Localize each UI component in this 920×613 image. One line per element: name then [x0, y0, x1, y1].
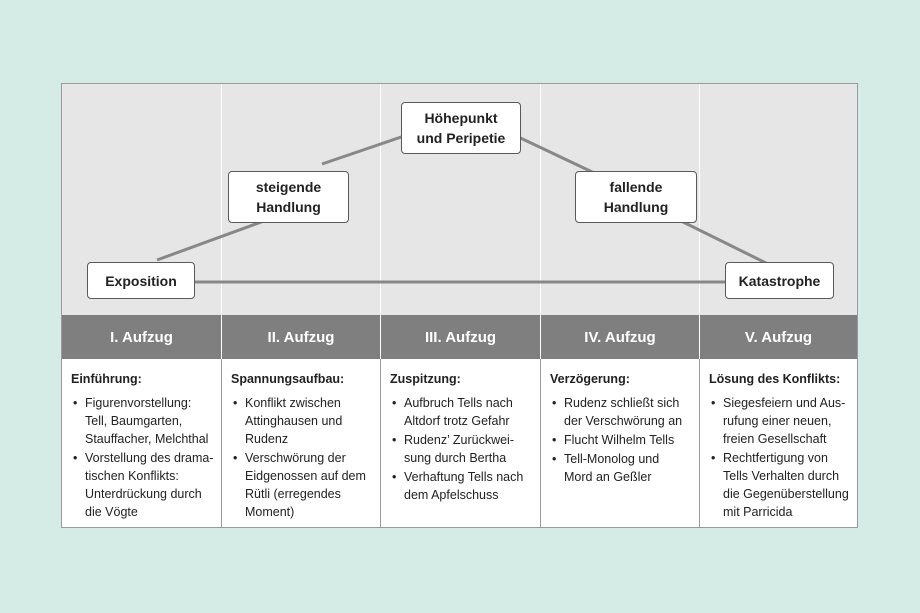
list-item: Rechtfertigung von Tells Verhalten durch… [709, 449, 851, 521]
freytag-pyramid-diagram: Exposition steigende Handlung Höhepunkt … [61, 83, 858, 528]
act-column-4: Verzögerung: Rudenz schließt sich der Ve… [541, 359, 700, 527]
list-item: Flucht Wilhelm Tells [550, 431, 693, 449]
act-4-title: Verzögerung: [550, 372, 630, 386]
act-5-title: Lösung des Konflikts: [709, 372, 841, 386]
list-item: Tell-Monolog und Mord an Geßler [550, 450, 693, 486]
act-column-3: Zuspitzung: Aufbruch Tells nach Altdorf … [381, 359, 541, 527]
node-catastrophe: Katastrophe [725, 262, 834, 299]
act-header-1: I. Aufzug [62, 315, 222, 359]
act-4-list: Rudenz schließt sich der Verschwörung an… [550, 394, 693, 486]
list-item: Konflikt zwischen Attinghausen und Ruden… [231, 394, 374, 448]
list-item: Verschwörung der Eidgenossen auf dem Rüt… [231, 449, 374, 521]
act-2-title: Spannungsaufbau: [231, 372, 345, 386]
node-climax: Höhepunkt und Peripetie [401, 102, 521, 154]
act-column-2: Spannungsaufbau: Konflikt zwischen Attin… [222, 359, 381, 527]
act-1-title: Einführung: [71, 372, 142, 386]
column-divider [699, 84, 700, 315]
list-item: Aufbruch Tells nach Altdorf trotz Gefahr [390, 394, 534, 430]
list-item: Figurenvorstellung: Tell, Baumgarten, St… [71, 394, 215, 448]
column-divider [540, 84, 541, 315]
act-column-5: Lösung des Konflikts: Siegesfeiern und A… [700, 359, 857, 527]
list-item: Verhaftung Tells nach dem Apfelschuss [390, 468, 534, 504]
act-2-list: Konflikt zwischen Attinghausen und Ruden… [231, 394, 374, 521]
pyramid-area: Exposition steigende Handlung Höhepunkt … [62, 84, 857, 315]
node-rising-action: steigende Handlung [228, 171, 349, 223]
act-header-4: IV. Aufzug [541, 315, 700, 359]
list-item: Rudenz schließt sich der Verschwörung an [550, 394, 693, 430]
act-3-list: Aufbruch Tells nach Altdorf trotz Gefahr… [390, 394, 534, 504]
act-header-3: III. Aufzug [381, 315, 541, 359]
column-divider [221, 84, 222, 315]
column-divider [380, 84, 381, 315]
act-header-5: V. Aufzug [744, 328, 813, 346]
act-content-row: Einführung: Figurenvorstellung: Tell, Ba… [62, 359, 857, 527]
act-3-title: Zuspitzung: [390, 372, 461, 386]
act-5-list: Siegesfeiern und Aus- rufung einer neuen… [709, 394, 851, 521]
act-1-list: Figurenvorstellung: Tell, Baumgarten, St… [71, 394, 215, 521]
act-header-2: II. Aufzug [222, 315, 381, 359]
act-column-1: Einführung: Figurenvorstellung: Tell, Ba… [62, 359, 222, 527]
list-item: Rudenz’ Zurückwei- sung durch Bertha [390, 431, 534, 467]
node-falling-action: fallende Handlung [575, 171, 697, 223]
node-exposition: Exposition [87, 262, 195, 299]
connector-falling-catastrophe [676, 217, 773, 268]
connector-rising-climax [321, 132, 411, 166]
list-item: Siegesfeiern und Aus- rufung einer neuen… [709, 394, 851, 448]
act-header-row: I. Aufzug II. Aufzug III. Aufzug IV. Auf… [62, 315, 857, 359]
list-item: Vorstellung des drama- tischen Konflikts… [71, 449, 215, 521]
